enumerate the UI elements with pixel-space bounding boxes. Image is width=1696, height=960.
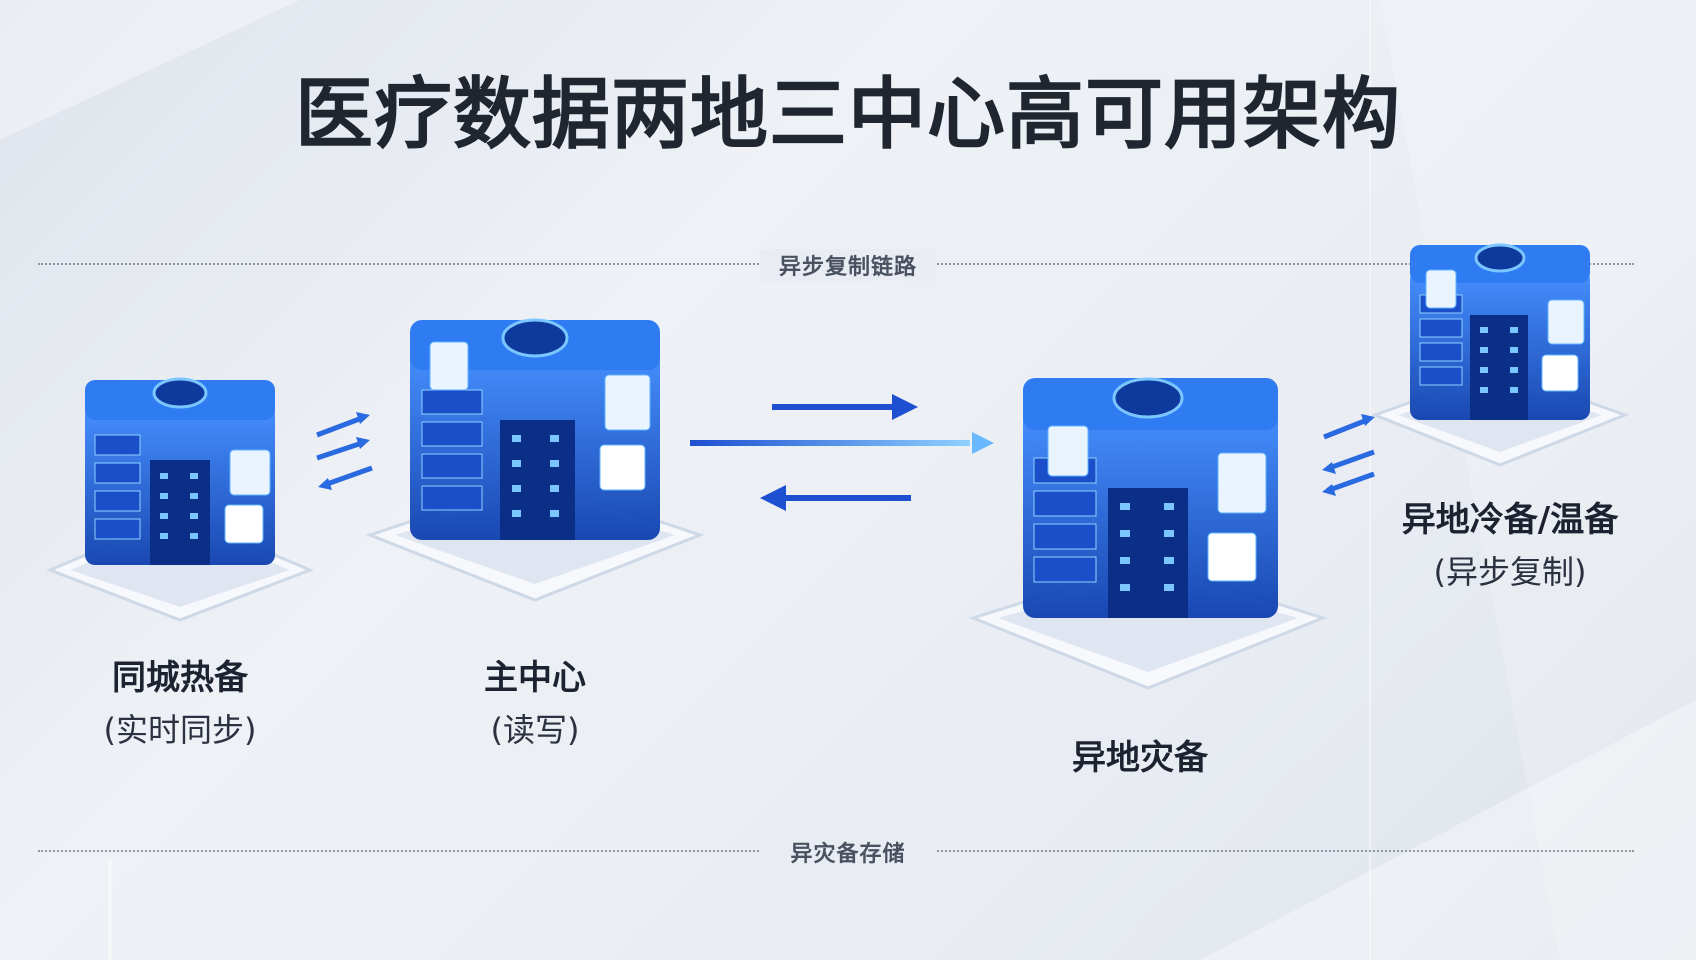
- label-dr: 异地灾备: [1020, 730, 1260, 779]
- divider-bottom-label: 异灾备存储: [760, 836, 936, 868]
- divider-top-label: 异步复制链路: [760, 249, 936, 281]
- standby-sub: (实时同步): [103, 711, 257, 749]
- cold-sub: (异步复制): [1433, 553, 1587, 591]
- page-title: 医疗数据两地三中心高可用架构: [294, 70, 1401, 160]
- primary-name: 主中心: [484, 658, 586, 698]
- datacenter-primary-icon: [360, 280, 710, 610]
- cold-name: 异地冷备/温备: [1401, 500, 1619, 540]
- standby-name: 同城热备: [112, 658, 248, 698]
- dr-name: 异地灾备: [1072, 738, 1208, 778]
- replication-arrows: [688, 388, 998, 522]
- label-standby: 同城热备 (实时同步): [60, 650, 300, 751]
- datacenter-cold-icon: [1370, 215, 1630, 475]
- label-primary: 主中心 (读写): [415, 650, 655, 751]
- sync-arrows-cold: [1312, 412, 1382, 501]
- datacenter-dr-icon: [968, 338, 1328, 698]
- datacenter-standby-icon: [40, 345, 320, 625]
- sync-arrows-standby: [312, 410, 382, 499]
- primary-sub: (读写): [490, 711, 580, 749]
- label-cold: 异地冷备/温备 (异步复制): [1380, 492, 1640, 593]
